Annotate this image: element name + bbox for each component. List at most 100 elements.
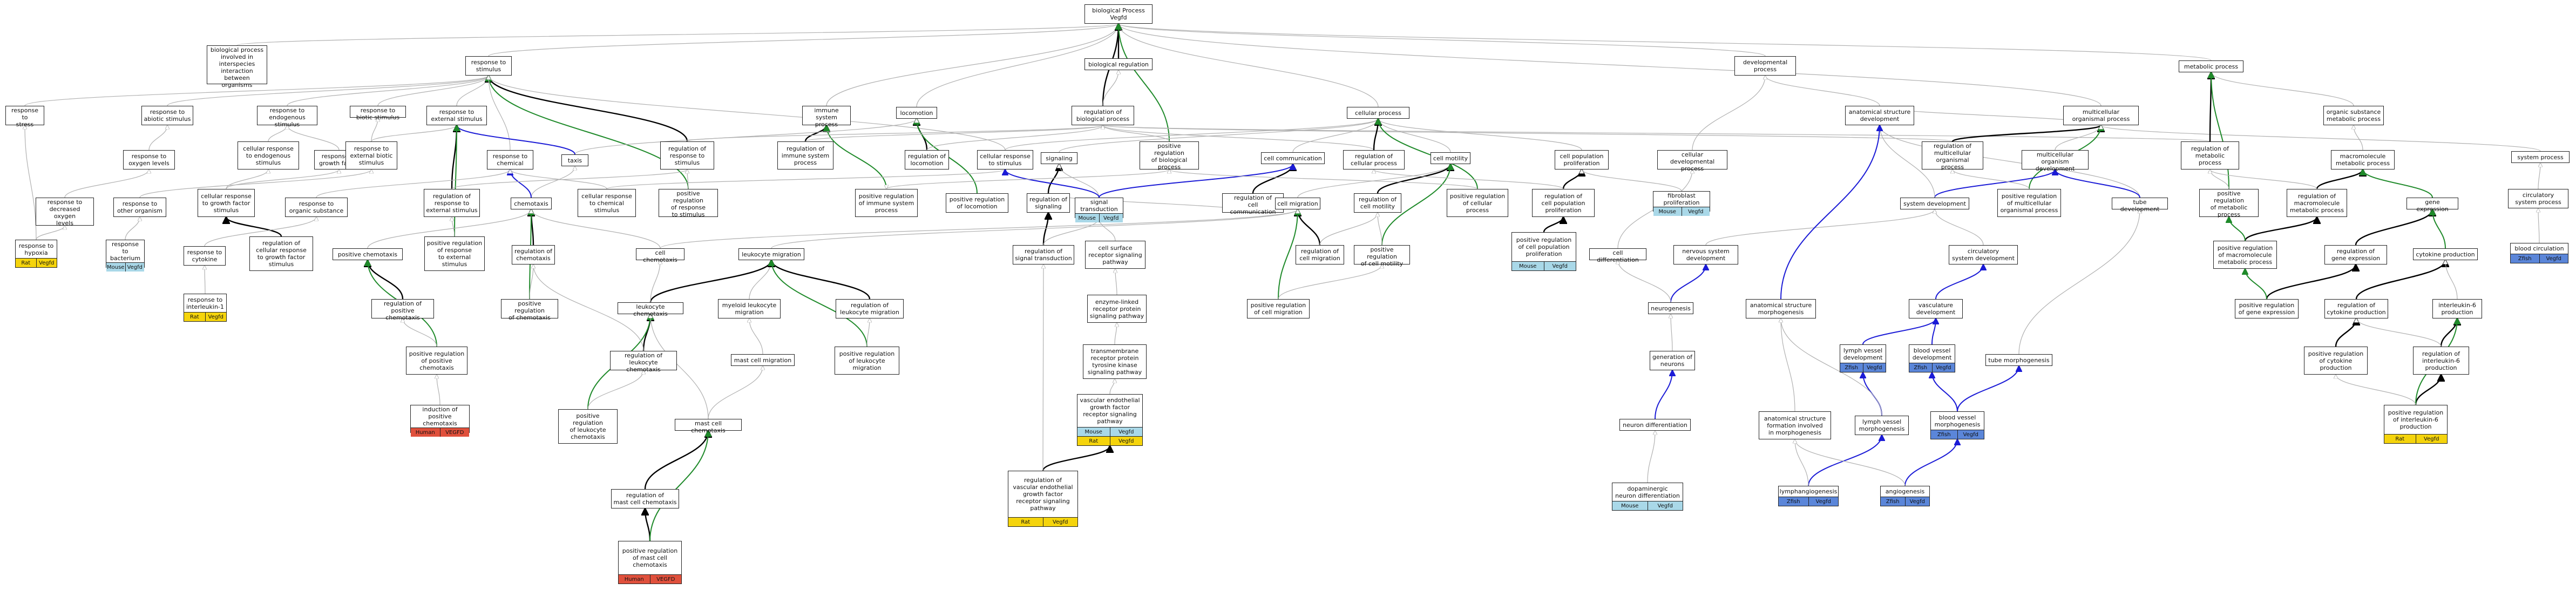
go-term-posregloco[interactable]: positive regulation of locomotion [946,193,1008,213]
go-term-posregcytoprod[interactable]: positive regulation of cytokine producti… [2304,347,2368,375]
go-term-regsig[interactable]: regulation of signaling [1027,193,1070,213]
go-term-cellendo[interactable]: cellular response to endogenous stimulus [238,141,299,169]
go-term-ancstr[interactable]: anatomical structure development [1845,106,1914,125]
go-term-celldevproc[interactable]: cellular developmental process [1657,150,1727,172]
go-term-regcellmig[interactable]: regulation of cell migration [1296,245,1344,265]
go-term-rorgsub[interactable]: response to organic substance [285,198,348,217]
go-term-posregil6[interactable]: positive regulation of interleukin-6 pro… [2384,405,2448,444]
go-term-regil6[interactable]: regulation of interleukin-6 production [2413,347,2469,375]
go-term-cellrchem[interactable]: cellular response to chemical stimulus [578,189,636,217]
go-term-regchemo[interactable]: regulation of chemotaxis [512,245,555,265]
go-term-regbp[interactable]: regulation of biological process [1072,106,1134,125]
go-term-regmastchemo[interactable]: regulation of mast cell chemotaxis [611,489,679,508]
go-term-cytoprod[interactable]: cytokine production [2413,248,2478,260]
go-term-posregrstim[interactable]: positive regulation of response to stimu… [659,189,718,218]
go-term-signaling[interactable]: signaling [1041,152,1077,164]
go-term-syspro[interactable]: system process [2511,151,2570,163]
go-term-posregmcorg[interactable]: positive regulation of multicellular org… [1997,189,2061,217]
go-term-chemotaxis[interactable]: chemotaxis [511,198,552,209]
go-term-genneurons[interactable]: generation of neurons [1650,351,1695,370]
go-term-posregleukochemo[interactable]: positive regulation of leukocyte chemota… [558,409,618,444]
go-term-vegfpath[interactable]: vascular endothelial growth factor recep… [1077,394,1143,446]
go-term-sysdev[interactable]: system development [1900,198,1969,209]
go-term-regvegfpath[interactable]: regulation of vascular endothelial growt… [1008,471,1078,527]
go-term-tubemorph[interactable]: tube morphogenesis [1985,354,2052,366]
go-term-poschemo[interactable]: positive chemotaxis [333,248,403,260]
go-term-cellsurf[interactable]: cell surface receptor signaling pathway [1085,241,1145,269]
go-term-cellmot[interactable]: cell motility [1431,152,1470,164]
go-term-rchem[interactable]: response to chemical [487,150,533,169]
go-term-regmcorg[interactable]: regulation of multicellular organismal p… [1922,141,1983,171]
go-term-posregmet[interactable]: positive regulation of metabolic process [2199,189,2259,218]
go-term-cellrgf[interactable]: cellular response to growth factor stimu… [198,189,255,217]
go-term-mastchemo[interactable]: mast cell chemotaxis [675,419,742,434]
go-term-nervsys[interactable]: nervous system development [1673,245,1738,265]
go-term-posregcellmig[interactable]: positive regulation of cell migration [1247,299,1310,318]
go-term-regrext[interactable]: regulation of response to external stimu… [424,189,480,217]
go-term-enzymerec[interactable]: enzyme-linked receptor protein signaling… [1087,295,1147,323]
go-term-regsigtrans[interactable]: regulation of signal transduction [1013,245,1074,265]
go-term-cellcomm[interactable]: cell communication [1261,152,1325,164]
go-term-regcellcomm[interactable]: regulation of cell communication [1222,193,1284,215]
go-term-neurondiff[interactable]: neuron differentiation [1619,419,1691,431]
go-term-rstress[interactable]: response to stress [5,106,44,128]
go-term-cellmig[interactable]: cell migration [1275,198,1320,209]
go-term-mcorg[interactable]: multicellular organismal process [2063,106,2139,125]
go-term-regcellrgf[interactable]: regulation of cellular response to growt… [249,236,313,271]
go-term-posregmacromet[interactable]: positive regulation of macromolecule met… [2213,241,2277,269]
go-term-leukochemo[interactable]: leukocyte chemotaxis [618,302,683,317]
go-term-circsys[interactable]: circulatory system process [2508,189,2568,208]
go-term-neurogen[interactable]: neurogenesis [1648,302,1693,314]
go-term-locomotion[interactable]: locomotion [896,107,937,119]
go-term-posregmastchemo[interactable]: positive regulation of mast cell chemota… [618,541,682,584]
go-term-posregleukomig[interactable]: positive regulation of leukocyte migrati… [835,347,899,375]
go-term-regmet[interactable]: regulation of metabolic process [2181,141,2239,169]
go-term-geneexpr[interactable]: gene expression [2406,198,2458,213]
go-term-regposchemo[interactable]: regulation of positive chemotaxis [371,299,434,321]
go-term-myeloidmig[interactable]: myeloid leukocyte migration [718,299,781,318]
go-term-posregcellmot[interactable]: positive regulation of cell motility [1354,245,1410,267]
go-term-rextbiotic[interactable]: response to external biotic stimulus [345,141,397,169]
go-term-tubedev[interactable]: tube development [2112,198,2168,213]
go-term-celldiff[interactable]: cell differentiation [1589,248,1646,263]
go-term-rcytokine[interactable]: response to cytokine [184,246,226,266]
go-term-vascdev[interactable]: vasculature development [1909,299,1963,318]
go-term-posregposchemo[interactable]: positive regulation of positive chemotax… [406,347,467,375]
go-term-rabiotic[interactable]: response to abiotic stimulus [141,106,193,125]
go-term-cellpop[interactable]: cell population proliferation [1555,150,1609,169]
go-term-regcytoprod[interactable]: regulation of cytokine production [2324,299,2388,318]
go-term-mpbo[interactable]: biological process involved in interspec… [207,45,267,89]
go-term-posreggeneexpr[interactable]: positive regulation of gene expression [2235,299,2299,318]
go-term-rotherorg[interactable]: response to other organism [113,198,166,217]
go-term-regcellproc[interactable]: regulation of cellular process [1343,150,1405,169]
go-term-cellchemo[interactable]: cell chemotaxis [636,248,684,263]
go-term-anatmorph[interactable]: anatomical structure morphogenesis [1746,299,1816,318]
go-term-orgsub[interactable]: organic substance metabolic process [2323,106,2384,125]
go-term-roxy[interactable]: response to oxygen levels [123,150,175,169]
go-term-posregbp[interactable]: positive regulation of biological proces… [1140,141,1199,171]
go-term-posregcellproc[interactable]: positive regulation of cellular process [1447,189,1508,217]
go-term-biolreg[interactable]: biological regulation [1084,58,1153,70]
go-term-posregcellpop[interactable]: positive regulation of cell population p… [1511,232,1576,271]
go-term-regimm[interactable]: regulation of immune system process [777,141,833,169]
go-term-reggeneexpr[interactable]: regulation of gene expression [2324,245,2387,265]
go-term-cellrstim[interactable]: cellular response to stimulus [977,150,1033,169]
go-term-devproc[interactable]: developmental process [1734,56,1796,76]
go-term-rext[interactable]: response to external stimulus [426,106,487,125]
go-term-regcellmot[interactable]: regulation of cell motility [1354,193,1401,213]
go-term-regrstim[interactable]: regulation of response to stimulus [660,141,714,169]
go-term-taxis[interactable]: taxis [561,154,588,166]
go-term-regcellpop[interactable]: regulation of cell population proliferat… [1532,189,1595,217]
go-term-rstim[interactable]: response to stimulus [465,56,512,76]
go-term-rdecoxy[interactable]: response to decreased oxygen levels [36,198,94,227]
go-term-posregimm[interactable]: positive regulation of immune system pro… [855,189,918,217]
